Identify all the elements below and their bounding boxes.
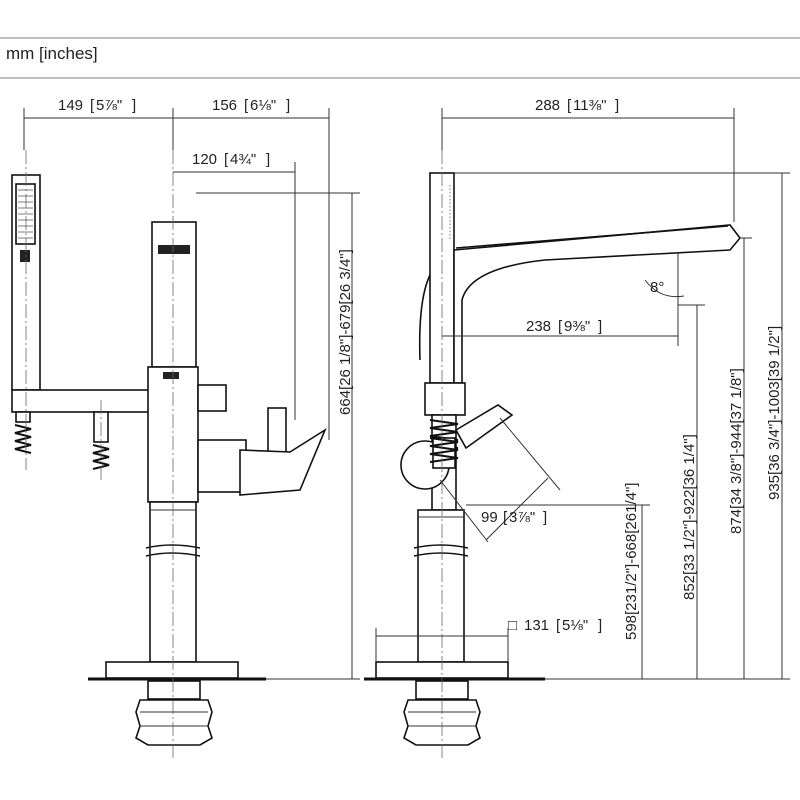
side-outlet (197, 384, 227, 412)
svg-text:]: ] (598, 318, 602, 335)
side-riser-column (417, 509, 465, 663)
dim-598-text: 598[231/2"]-668[261/4"] (623, 483, 640, 640)
units-label: mm [inches] (6, 44, 98, 63)
dim-664-text: 664[26 1/8"]-679[26 3/4"] (337, 249, 354, 415)
dim-99-imperial: 3⅞" (509, 509, 535, 526)
hose-thread-mid (92, 444, 110, 470)
body-marker (163, 372, 179, 379)
column-back-curve (418, 274, 431, 361)
svg-text:[: [ (224, 151, 229, 168)
lever-neck (267, 407, 287, 454)
side-body-top (424, 382, 466, 416)
svg-text:]: ] (132, 97, 136, 114)
shower-spray-face (15, 183, 36, 245)
spray-dots (18, 189, 33, 239)
dim-874-text: 874[34 3/8"]-944[37 1/8"] (728, 368, 745, 534)
dim-149-imperial: 5⅞" (96, 97, 122, 114)
dim-238-value: 238 (526, 318, 551, 335)
dim-288-imperial: 11⅜" (573, 97, 606, 114)
dimension-8-degree: 8° (644, 252, 685, 305)
lever-handle (239, 427, 327, 496)
svg-text:[: [ (567, 97, 572, 114)
dimension-288: 288 [ 11⅜" ] (441, 97, 735, 222)
dimension-598: 598[231/2"]-668[261/4"] (466, 483, 790, 680)
dim-8-text: 8° (650, 279, 664, 296)
dimension-238: 238 [ 9⅜" ] (442, 305, 679, 346)
dimension-131: □ 131 [ 5⅛" ] (375, 617, 602, 662)
svg-text:[: [ (503, 509, 508, 526)
column-break (145, 544, 201, 557)
svg-text:]: ] (598, 617, 602, 634)
dimension-120: 120 [ 4¾" ] (173, 151, 296, 420)
side-lever (454, 404, 514, 450)
front-view (11, 150, 327, 760)
svg-text:[: [ (556, 617, 561, 634)
dimension-156: 156 [ 6⅛" ] (173, 97, 330, 440)
dim-131-value: 131 (524, 617, 549, 634)
hose-thread-left (14, 424, 32, 454)
dimension-149: 149 [ 5⅞" ] (23, 97, 174, 150)
spout (453, 224, 742, 384)
dim-238-imperial: 9⅜" (564, 318, 590, 335)
dimension-852: 852[33 1/2"]-922[36 1/4"] (678, 304, 705, 679)
dim-120-value: 120 (192, 151, 217, 168)
spout-top-line (455, 225, 729, 249)
side-view (364, 150, 742, 760)
dim-131-symbol: □ (508, 617, 517, 634)
dim-288-value: 288 (535, 97, 560, 114)
hose-connector-left (15, 411, 31, 423)
fitting-top (147, 680, 201, 700)
svg-text:[: [ (558, 318, 563, 335)
dim-156-imperial: 6⅛" (250, 97, 276, 114)
side-column-break (413, 544, 469, 557)
svg-text:]: ] (266, 151, 270, 168)
dim-149-value: 149 (58, 97, 83, 114)
upper-column (151, 221, 197, 368)
lever-base (197, 439, 247, 493)
fitting-body (135, 699, 213, 746)
top-outlet (158, 245, 190, 254)
dim-852-text: 852[33 1/2"]-922[36 1/4"] (681, 434, 698, 600)
svg-text:]: ] (543, 509, 547, 526)
dim-156-value: 156 (212, 97, 237, 114)
side-hose-thread-lower (429, 437, 459, 463)
svg-text:]: ] (615, 97, 619, 114)
holder-arm (11, 389, 153, 413)
dimension-874: 874[34 3/8"]-944[37 1/8"] (728, 237, 752, 679)
dim-99-value: 99 (481, 509, 498, 526)
dim-120-imperial: 4¾" (230, 151, 256, 168)
shower-button (20, 250, 30, 262)
svg-text:[: [ (90, 97, 95, 114)
dimension-935: 935[36 3/4"]-1003[39 1/2"] (454, 172, 790, 679)
dimension-664: 664[26 1/8"]-679[26 3/4"] (196, 192, 360, 680)
svg-text:]: ] (286, 97, 290, 114)
floor-plate (105, 661, 239, 679)
svg-text:[: [ (244, 97, 249, 114)
dim-131-imperial: 5⅛" (562, 617, 588, 634)
dim-935-text: 935[36 3/4"]-1003[39 1/2"] (766, 326, 783, 500)
